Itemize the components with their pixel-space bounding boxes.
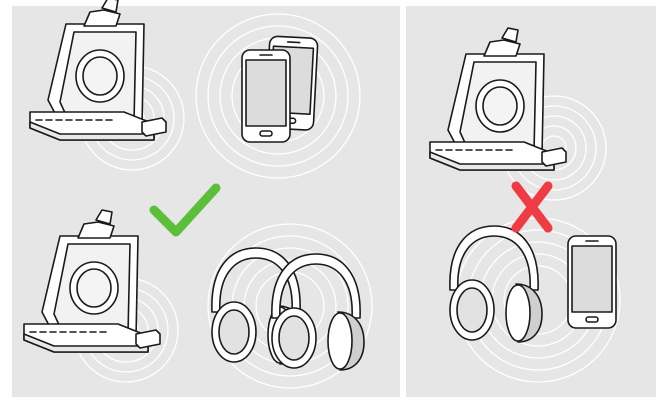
panel-allowed <box>12 0 400 397</box>
panel-divider <box>400 6 406 397</box>
panel-not-allowed <box>406 6 656 397</box>
smartphone-icon <box>242 50 290 142</box>
smartphone-icon <box>568 236 616 328</box>
